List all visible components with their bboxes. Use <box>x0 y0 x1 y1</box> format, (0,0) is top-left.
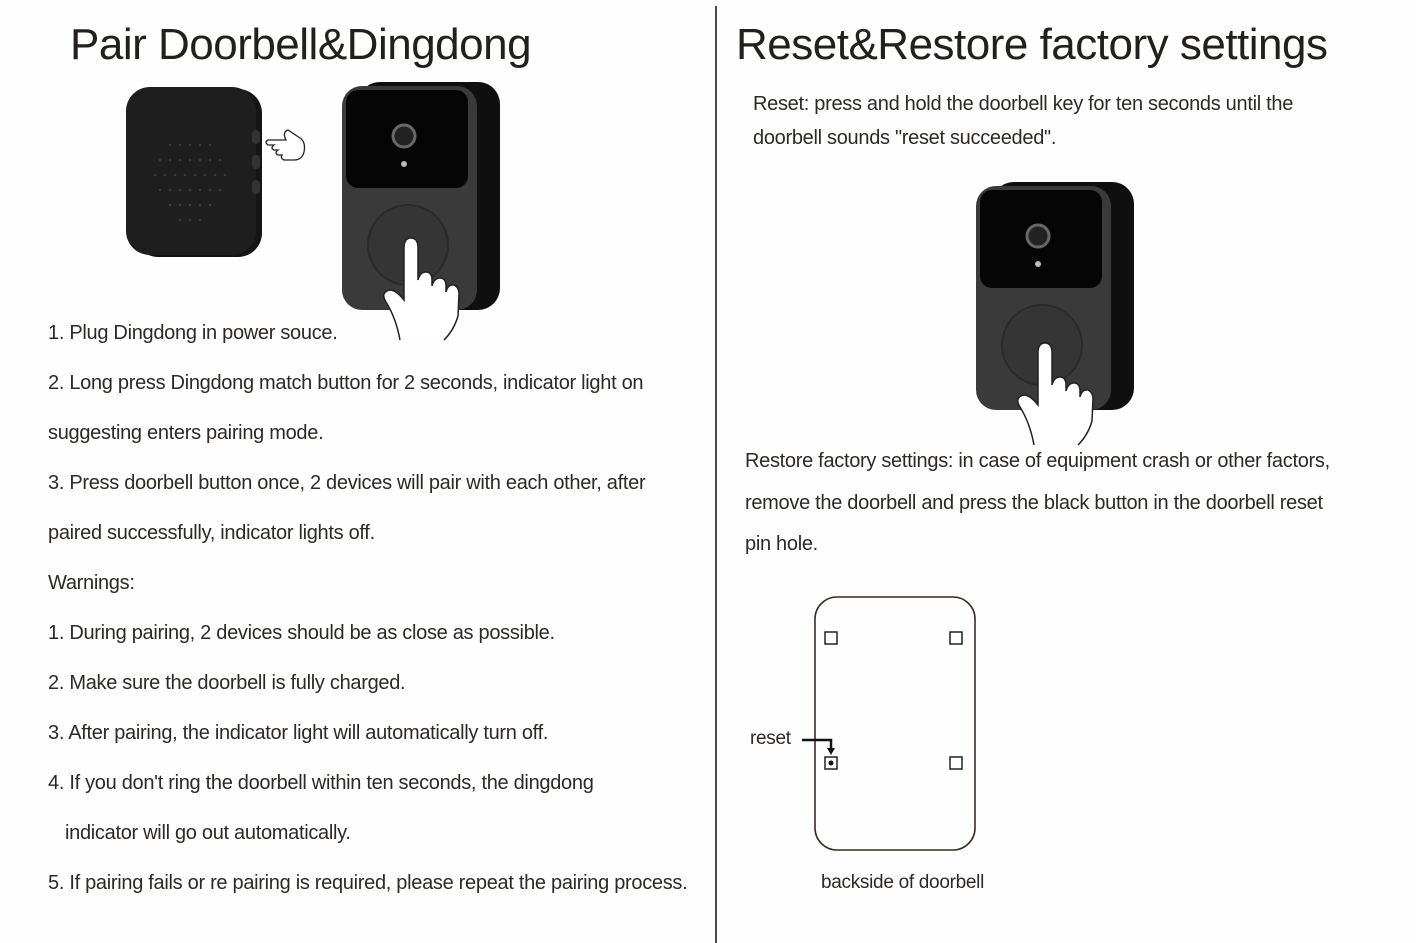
step-2-cont: suggesting enters pairing mode. <box>48 422 324 444</box>
step-3-cont: paired successfully, indicator lights of… <box>48 522 375 544</box>
chime-receiver-image <box>126 87 262 257</box>
step-3: 3. Press doorbell button once, 2 devices… <box>48 472 646 494</box>
doorbell-image-left <box>342 82 500 341</box>
speaker-grille <box>153 143 227 222</box>
step-2: 2. Long press Dingdong match button for … <box>48 372 644 394</box>
step-1: 1. Plug Dingdong in power souce. <box>48 322 338 344</box>
pointing-hand-icon <box>265 129 306 161</box>
restore-text-1: Restore factory settings: in case of equ… <box>745 450 1330 472</box>
restore-text-2: remove the doorbell and press the black … <box>745 492 1323 514</box>
warning-5: 5. If pairing fails or re pairing is req… <box>48 872 688 894</box>
warning-4: 4. If you don't ring the doorbell within… <box>48 772 594 794</box>
warning-2: 2. Make sure the doorbell is fully charg… <box>48 672 406 694</box>
warning-1: 1. During pairing, 2 devices should be a… <box>48 622 555 644</box>
doorbell-image-right <box>976 182 1134 446</box>
mount-hole <box>949 631 963 645</box>
camera-lens-icon <box>391 123 417 149</box>
doorbell-outline <box>814 596 976 851</box>
diagram-caption: backside of doorbell <box>821 872 984 893</box>
column-divider <box>715 6 717 943</box>
reset-arrow <box>802 738 833 750</box>
pressing-hand-icon <box>383 237 460 341</box>
warnings-heading: Warnings: <box>48 572 135 594</box>
reset-title: Reset&Restore factory settings <box>736 20 1328 69</box>
camera-lens-icon <box>1025 223 1051 249</box>
reset-label: reset <box>750 728 791 749</box>
warning-3: 3. After pairing, the indicator light wi… <box>48 722 549 744</box>
reset-text-2: doorbell sounds "reset succeeded". <box>753 127 1057 149</box>
chime-match-button <box>252 130 260 144</box>
backside-diagram <box>802 596 976 851</box>
pair-title: Pair Doorbell&Dingdong <box>70 20 532 69</box>
reset-pin-hole <box>824 756 838 770</box>
warning-4-cont: indicator will go out automatically. <box>65 822 351 844</box>
mount-hole <box>824 631 838 645</box>
mount-hole <box>949 756 963 770</box>
reset-text-1: Reset: press and hold the doorbell key f… <box>753 93 1294 115</box>
pressing-hand-icon <box>1017 342 1094 446</box>
restore-text-3: pin hole. <box>745 533 818 555</box>
